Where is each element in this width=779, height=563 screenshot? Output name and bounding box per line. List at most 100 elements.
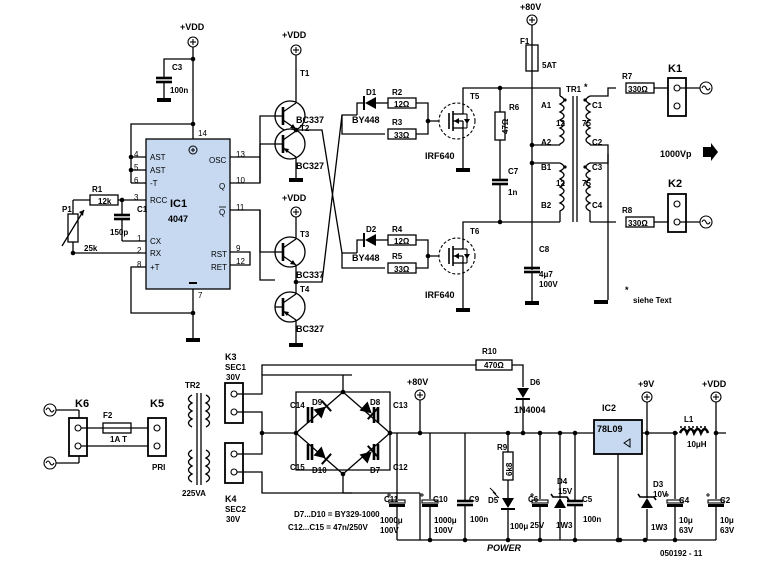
- c11-value: 1000μ: [380, 516, 403, 525]
- r10-value: 470Ω: [484, 361, 504, 370]
- ic1-pin-label: -T: [150, 179, 158, 188]
- k4-value: SEC2: [225, 505, 246, 514]
- ic1-pin-number: 5: [134, 163, 139, 172]
- ic1-pin-number: 12: [236, 257, 245, 266]
- t5-value: IRF640: [425, 151, 455, 161]
- c4-value: 10μ: [679, 516, 693, 525]
- mains-input: K6 F2 1A T K5 PRI: [43, 398, 167, 472]
- k6-connector: [68, 417, 88, 457]
- c6-capacitance: 100μ: [510, 522, 528, 531]
- r9-value: 6k8: [505, 462, 514, 476]
- d2-ref: D2: [366, 225, 377, 234]
- tr1-pin-c3: C3: [592, 163, 603, 172]
- c15-ref: C15: [290, 463, 305, 472]
- gate-cross-wiring: [296, 114, 385, 283]
- k1-ac-terminal: [699, 81, 713, 95]
- k1-ref: K1: [668, 63, 682, 75]
- ic2-regulator: [593, 419, 643, 455]
- p1-value: 25k: [84, 244, 98, 253]
- k3-value: SEC1: [225, 363, 246, 372]
- c7-capacitor: [490, 178, 510, 186]
- d10-ref: D10: [312, 466, 327, 475]
- d1-ref: D1: [366, 88, 377, 97]
- c11-ref: C11: [384, 495, 399, 504]
- tr1-pin-c1: C1: [592, 101, 603, 110]
- snubber: R6 47Ω C7 1n: [490, 85, 520, 225]
- r3-ref: R3: [392, 118, 403, 127]
- r4-value: 12Ω: [394, 237, 410, 246]
- p1-ref: P1: [62, 205, 72, 214]
- mains-ac-terminal: [43, 403, 57, 417]
- output-arrow-icon: [703, 143, 718, 161]
- tr1-pin-a1: A1: [541, 101, 552, 110]
- t6-value: IRF640: [425, 290, 455, 300]
- k3-voltage: 30V: [226, 373, 241, 382]
- tr1-winding-b: [558, 162, 565, 222]
- t2-value: BC327: [296, 161, 324, 171]
- ic1-pin-label: RET: [211, 263, 227, 272]
- k1-connector: [667, 77, 687, 117]
- tr1-winding-c1: [585, 95, 592, 145]
- d3-value: 10V: [653, 490, 668, 499]
- l1-value: 10μH: [687, 440, 707, 449]
- tr1-turns: 12: [556, 179, 565, 188]
- tr2-value: 225VA: [182, 489, 206, 498]
- c3-value: 100n: [170, 86, 188, 95]
- r8-ref: R8: [622, 206, 633, 215]
- ic1-pin-label: AST: [150, 166, 166, 175]
- k4-connector: [224, 442, 244, 484]
- ic1-pin-label: CX: [150, 237, 162, 246]
- ic1-pin-number: 10: [236, 176, 245, 185]
- c1-value: 150p: [110, 228, 128, 237]
- mains-ac-terminal: [43, 456, 57, 470]
- bridge-rectifier: D9 D8 D10 D7 C14 C13 C15 C12: [290, 375, 408, 493]
- note-mark: *: [625, 285, 629, 295]
- t2-ref: T2: [300, 124, 310, 133]
- t1-ref: T1: [300, 69, 310, 78]
- gate-network-bottom: D2 BY448 R4 12Ω R5 33Ω: [352, 225, 447, 274]
- c8-value: 4μ7: [539, 270, 553, 279]
- c3-capacitor: [154, 76, 174, 84]
- c6-value: 25V: [530, 521, 545, 530]
- c14-ref: C14: [290, 401, 305, 410]
- c8-voltage: 100V: [539, 280, 558, 289]
- ic1-pin-number: 2: [137, 246, 142, 255]
- c2-voltage: 63V: [720, 526, 735, 535]
- vdd-label: +VDD: [282, 30, 307, 40]
- ic1-pin-number: 14: [198, 129, 207, 138]
- mains-transformer: TR2 225VA: [182, 381, 211, 498]
- timing-network: R1 12k P1 25k C1 150p: [61, 185, 148, 256]
- d1-value: BY448: [352, 115, 380, 125]
- t6-mosfet: [438, 237, 476, 275]
- c11-voltage: 100V: [380, 526, 399, 535]
- d4-value: 15V: [558, 487, 573, 496]
- c9-ref: C9: [469, 495, 480, 504]
- note-text: siehe Text: [633, 296, 672, 305]
- ic1-pin-label: RST: [211, 250, 227, 259]
- l1-inductor: [678, 427, 710, 437]
- tr1-pin-a2: A2: [541, 138, 552, 147]
- d1-diode: [363, 95, 377, 111]
- c10-voltage: 100V: [434, 526, 453, 535]
- d5-ref: D5: [488, 496, 499, 505]
- c10-ref: C10: [433, 495, 448, 504]
- c5-value: 100n: [583, 515, 601, 524]
- r5-ref: R5: [392, 252, 403, 261]
- r1-value: 12k: [98, 197, 112, 206]
- c9-value: 100n: [470, 515, 488, 524]
- d6-diode: [515, 387, 531, 400]
- tr1-pin-c4: C4: [592, 201, 603, 210]
- t1-value: BC337: [296, 115, 324, 125]
- ic1-pin-label: AST: [150, 153, 166, 162]
- ic1-4047: IC1 4047 AST AST -T RCC CX RX +T 4 5 6 3…: [134, 129, 245, 300]
- c8-ref: C8: [539, 245, 550, 254]
- led-indicator: R9 6k8 D5 POWER 100μ C6 25V D4 15V 1W3 C…: [487, 430, 601, 553]
- c15-capacitor: [306, 442, 314, 462]
- ic1-pin-number: 11: [236, 203, 245, 212]
- t4-transistor: [273, 290, 307, 324]
- r5-value: 33Ω: [394, 265, 410, 274]
- k3-connector: [224, 382, 244, 424]
- r7-ref: R7: [622, 72, 633, 81]
- t3-transistor: [273, 235, 307, 269]
- vdd-label: +VDD: [180, 22, 205, 32]
